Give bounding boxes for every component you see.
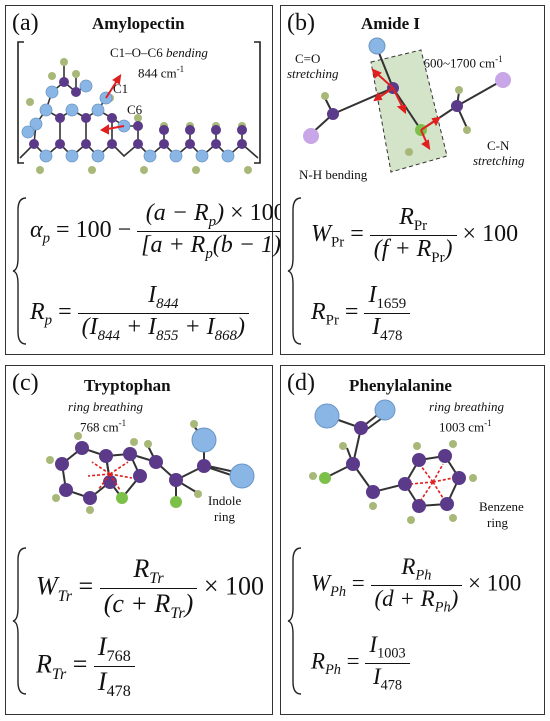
amylopectin-molecule [17, 41, 261, 174]
range-text: 1600~1700 cm [417, 55, 496, 71]
c-n-mode: stretching [473, 153, 525, 168]
wavenumber-text: 844 cm [138, 65, 177, 81]
panel-amylopectin: (a) Amylopectin C1–O–C6 bending 844 cm-1… [5, 5, 295, 355]
ring-breathing-label-d: ring breathing [429, 399, 504, 414]
w-tr-equation: WTr = RTr(c + RTr) × 100 [36, 554, 264, 623]
benzene-label: Benzene [479, 499, 524, 514]
panel-amide-i: (b) Amide I C=O stretching 1600~1700 cm-… [280, 5, 545, 355]
panel-tryptophan: (c) Tryptophan ring breathing 768 cm-1 I… [5, 365, 273, 715]
benzene-ring-label: ring [487, 515, 508, 530]
indole-label: Indole [208, 493, 242, 508]
amide-range: 1600~1700 cm-1 [417, 52, 503, 70]
wavenumber-text: 1003 cm [439, 419, 485, 435]
bond-label: C1–O–C6 [110, 45, 163, 60]
brace-d [287, 547, 302, 695]
panel-label-b: (b) [287, 10, 315, 36]
c-o-mode: stretching [287, 66, 339, 81]
wavenumber-844: 844 cm-1 [138, 62, 184, 80]
panel-label-a: (a) [12, 10, 39, 36]
mode-label: bending [165, 45, 208, 60]
wavenumber-1003: 1003 cm-1 [439, 416, 492, 434]
indole-ring-label: ring [214, 509, 235, 524]
c-o-label: C=O [295, 51, 321, 66]
w-ph-equation: WPh = RPh(d + RPh) × 100 [311, 554, 522, 616]
w-pr-equation: WPr = RPr(f + RPr) × 100 [311, 204, 519, 266]
panel-label-d: (d) [287, 370, 315, 396]
c-n-label: C-N [487, 138, 510, 153]
panel-title-phenylalanine: Phenylalanine [349, 376, 452, 395]
wavenumber-text: 768 cm [80, 419, 119, 435]
panel-title-tryptophan: Tryptophan [84, 376, 171, 395]
alpha-p-equation: αp = 100 − (a − Rp) × 100[a + Rp(b − 1)] [30, 200, 295, 263]
exponent: -1 [118, 418, 127, 428]
amide-molecule [303, 37, 511, 173]
panel-title-amylopectin: Amylopectin [92, 14, 185, 33]
c1-label: C1 [113, 81, 129, 96]
brace-c [12, 547, 27, 695]
c1-o-c6-bending-annotation: C1–O–C6 bending [110, 46, 208, 60]
wavenumber-768: 768 cm-1 [80, 416, 126, 434]
ring-breathing-label-c: ring breathing [68, 399, 143, 414]
panel-phenylalanine: (d) Phenylalanine ring breathing 1003 cm… [280, 365, 545, 715]
panel-title-amide-i: Amide I [361, 14, 421, 33]
r-p-equation: Rp = I844(I844 + I855 + I868) [30, 282, 249, 345]
phenylalanine-molecule [309, 399, 477, 524]
n-h-bending-label: N-H bending [299, 167, 368, 182]
exponent: -1 [484, 418, 492, 428]
brace-b [287, 197, 302, 345]
c6-label: C6 [127, 102, 143, 117]
brace-a [12, 197, 27, 345]
exponent: -1 [495, 54, 503, 64]
tryptophan-molecule [46, 420, 255, 514]
panel-label-c: (c) [12, 370, 39, 396]
exponent: -1 [176, 64, 185, 74]
